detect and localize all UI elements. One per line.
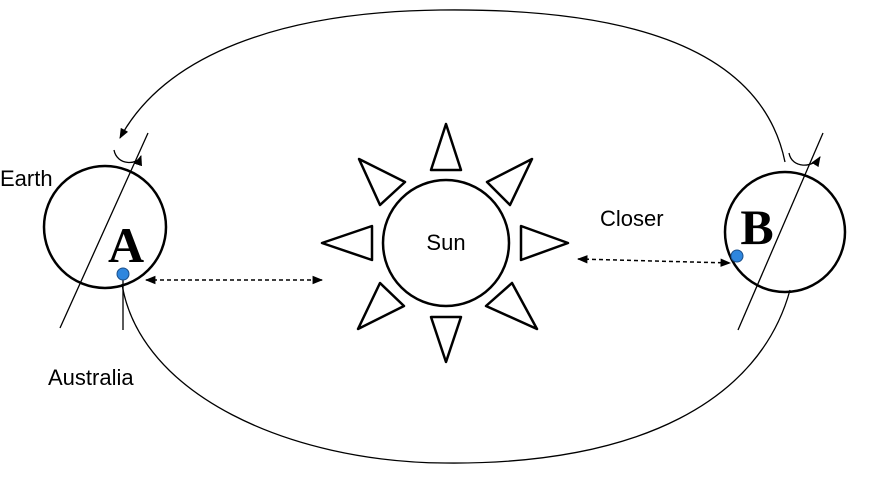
orbit-lower-arc <box>121 283 791 464</box>
closer-label: Closer <box>600 206 664 231</box>
orbit-path <box>119 9 791 464</box>
sun-ray-left <box>320 224 374 262</box>
sun-ray-bottom-right <box>484 281 539 331</box>
position-a-label: A <box>108 217 144 273</box>
sun-ray-bottom <box>429 315 463 364</box>
orbit-upper-arc <box>119 9 786 163</box>
sun-body <box>381 178 511 308</box>
sun-ray-top-left <box>357 157 407 207</box>
earth-b-axis <box>737 132 824 331</box>
position-b-label: B <box>740 199 773 255</box>
earth-b-rotation-arrow <box>788 152 821 168</box>
earth-position-b <box>723 132 847 331</box>
sun <box>320 122 570 364</box>
earth-label: Earth <box>0 166 53 191</box>
australia-label: Australia <box>48 365 134 390</box>
sun-ray-right <box>519 224 570 262</box>
sun-label: Sun <box>426 230 465 255</box>
earth-position-a <box>42 132 168 330</box>
earth-b-body <box>723 170 847 294</box>
sun-ray-bottom-left <box>356 281 406 331</box>
sun-ray-top <box>429 122 463 172</box>
distance-arrow-sun-b <box>576 255 732 267</box>
earth-a-rotation-arrow <box>113 149 142 167</box>
earth-a-axis <box>59 132 149 329</box>
earth-a-body <box>42 164 168 290</box>
sun-ray-top-right <box>485 157 534 207</box>
australia-marker-a <box>116 267 130 281</box>
